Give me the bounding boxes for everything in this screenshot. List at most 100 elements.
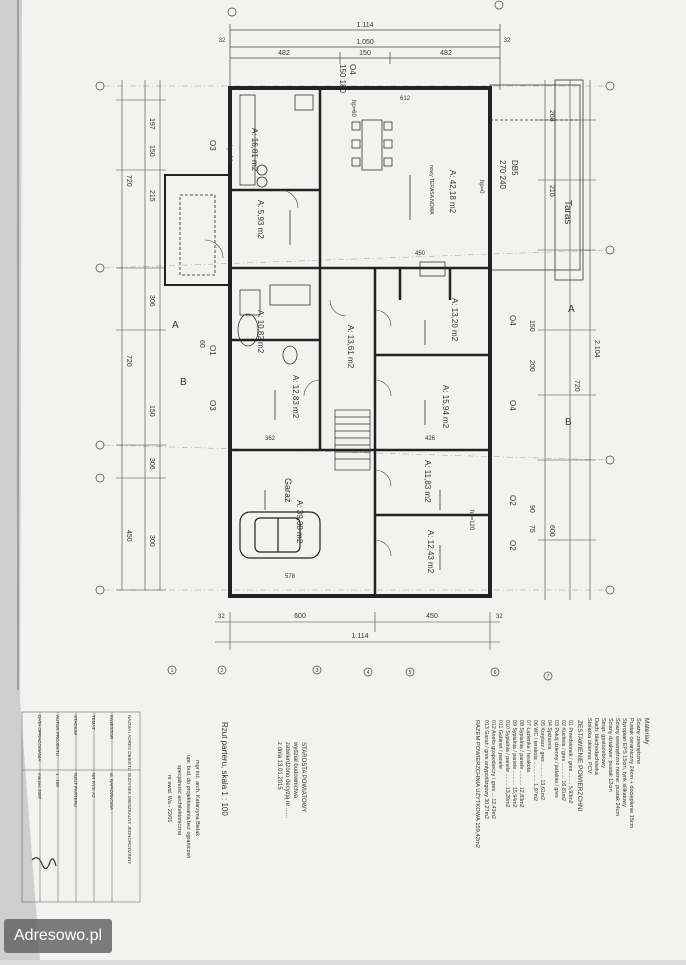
room-5-area: A: 12,43 m2 xyxy=(426,530,435,574)
right-dim-3: 150 xyxy=(528,320,535,332)
room-hall-area: A: 13,61 m2 xyxy=(346,325,355,369)
dining-table xyxy=(351,119,393,171)
section-mark-a-right: A xyxy=(568,304,575,315)
sill-hp120: hp=120 xyxy=(468,510,474,531)
window-o3-a: O3 xyxy=(208,140,217,151)
room-1-area: A: 13,20 m2 xyxy=(450,298,459,342)
room-terrace-new: nowy TERASA NOWA xyxy=(428,165,434,215)
bathroom-fixtures xyxy=(237,284,311,365)
terrace-label: Taras xyxy=(562,200,573,224)
dim-inner-top: 1.050 xyxy=(356,39,374,46)
left-dim-10: 450 xyxy=(125,530,132,542)
dim-edge-right-bottom: 32 xyxy=(496,614,503,620)
window-o2-a: O2 xyxy=(508,495,517,506)
title-row-5-label: AUTOR PROJEKTU xyxy=(55,715,60,756)
left-dim-5: 306 xyxy=(148,295,155,307)
title-row-4-value: RZUT PARTERU xyxy=(73,773,78,807)
dim-left-seg-bottom: 600 xyxy=(294,613,306,620)
left-dimension-lines xyxy=(116,80,166,591)
legend-item-3: 03 Pokój dzienny / jadalnia / gres xyxy=(553,720,559,798)
section-mark-a-left: A xyxy=(172,320,179,331)
left-dim-11: 60 xyxy=(198,340,205,348)
title-row-6-label: DATA OPRACOWANIA xyxy=(37,715,42,761)
stamp-line-3: zatwierdzono decyzją nr ...... xyxy=(284,742,290,818)
room-4-area: A: 11,83 m2 xyxy=(423,460,432,503)
room-pantry-area: A: 5,93 m2 xyxy=(256,200,265,239)
right-dim-4: 200 xyxy=(528,360,535,372)
stairs xyxy=(334,409,371,471)
title-row-3-label: TEMAT xyxy=(91,715,96,730)
garage-car xyxy=(239,511,321,559)
dim-left-seg-top: 482 xyxy=(278,50,290,57)
legend-item-6: 06 WC / terakota .............. 1,97m2 xyxy=(532,720,538,801)
grid-number-5: 5 xyxy=(409,670,412,676)
right-dim-7: 90 xyxy=(528,505,535,513)
top-grid-markers xyxy=(95,0,615,595)
room-labels: A: 42,18 m2 nowy TERASA NOWA A: 16,81 m2… xyxy=(250,128,459,574)
dim-edge-right-top: 32 xyxy=(504,38,511,44)
section-mark-b-left: B xyxy=(180,377,187,388)
sill-hp90: hp=90 xyxy=(226,145,232,163)
window-o4-top-dims: 150 180 xyxy=(338,64,347,93)
dim-578: 578 xyxy=(285,574,296,580)
legend-item-5: 05 Korytarz / gres .......... 13,61m2 xyxy=(539,720,545,800)
dim-426: 426 xyxy=(425,436,436,442)
approval-stamp: STAROSTA POWIATOWY wydział budownictwa z… xyxy=(276,741,306,818)
materials-line-3: Styropian EPS 15cm, tynk silikatowy xyxy=(621,718,627,807)
materials-line-4: Ściany wewnętrzne nośne: pustak 24cm xyxy=(614,718,622,817)
top-dimension-lines xyxy=(17,0,501,690)
kitchen-fittings xyxy=(239,94,314,188)
right-dim-1: 268 xyxy=(548,110,555,122)
watermark-label: Adresowo.pl xyxy=(4,919,113,953)
dim-edge-left-top: 32 xyxy=(219,38,226,44)
architect-line-1: mgr inż. arch. Katarzyna Bielak xyxy=(194,760,200,836)
title-row-1-value: BUDYNEK MIESZKALNY JEDNORODZINNY xyxy=(127,773,132,864)
room-bath-area: A: 10,82 m2 xyxy=(256,310,265,354)
dim-mid-seg-top: 150 xyxy=(359,50,371,57)
drawing-title: Rzut parteru, skala 1 : 100 xyxy=(220,722,229,816)
title-table xyxy=(21,711,141,903)
signature xyxy=(31,857,57,870)
grid-number-6: 6 xyxy=(494,670,497,676)
door-swings xyxy=(204,189,392,557)
legend-item-2: 02 Kuchnia / gres ........... 16,81m2 xyxy=(560,720,566,801)
architect-line-2: upr. bud. do projektowania bez ogranicze… xyxy=(185,755,191,858)
room-kitchen-area: A: 16,81 m2 xyxy=(250,128,259,172)
drawing-title-block: Rzut parteru, skala 1 : 100 mgr inż. arc… xyxy=(166,722,229,858)
title-table-text: NAZWA I ADRES OBIEKTU BUDYNEK MIESZKALNY… xyxy=(37,715,132,864)
door-db5: DB5 xyxy=(510,160,519,176)
interior-walls xyxy=(230,88,490,596)
materials-line-2: Pustak ceramiczny 24cm + docieplenie 15c… xyxy=(628,718,634,829)
stamp-line-1: STAROSTA POWIATOWY xyxy=(300,742,306,812)
materials-line-6: Strop: gęstożebrowy xyxy=(600,718,606,768)
legend-item-4: 04 Spiżarnia xyxy=(546,720,552,749)
left-dim-6: 720 xyxy=(125,355,132,367)
entrance-vestibule xyxy=(164,174,231,286)
dim-362: 362 xyxy=(265,436,276,442)
right-dim-total: 2.104 xyxy=(593,340,600,358)
materials-line-1: Ściany zewnętrzne xyxy=(635,718,643,764)
title-row-1-label: NAZWA I ADRES OBIEKTU xyxy=(127,715,132,771)
materials-block: Materiały Ściany zewnętrzne Pustak ceram… xyxy=(586,718,650,829)
bottom-grid-numbers: 1 2 3 4 5 6 7 xyxy=(171,668,550,680)
legend-item-13: 013 Garaż / gres antypoślizgowy 30,27m2 xyxy=(483,720,489,819)
materials-title: Materiały xyxy=(643,718,650,745)
grid-number-4: 4 xyxy=(367,670,370,676)
left-dim-1: 197 xyxy=(148,118,155,130)
right-dim-5: 720 xyxy=(573,380,580,392)
title-row-6-value: marzec 2007 xyxy=(37,773,42,800)
materials-line-5: Ściany działowe: pustak 12cm xyxy=(607,718,615,792)
legend-item-9: 09 Sypialnia / panele .......... 15,94m2 xyxy=(511,720,517,808)
dim-overall-top: 1.114 xyxy=(357,22,374,29)
architect-line-3: specjalność architektoniczna xyxy=(176,765,182,836)
window-o1: O1 xyxy=(208,345,217,356)
grid-number-3: 3 xyxy=(316,668,319,674)
dim-right-seg-top: 482 xyxy=(440,50,452,57)
left-dim-8: 306 xyxy=(148,458,155,470)
room-3-area: A: 12,83 m2 xyxy=(291,375,300,419)
dim-overall-bottom: 1.114 xyxy=(352,633,369,640)
title-row-4-label: STADIUM xyxy=(73,715,78,735)
sill-hp0: hp=0 xyxy=(478,180,484,194)
